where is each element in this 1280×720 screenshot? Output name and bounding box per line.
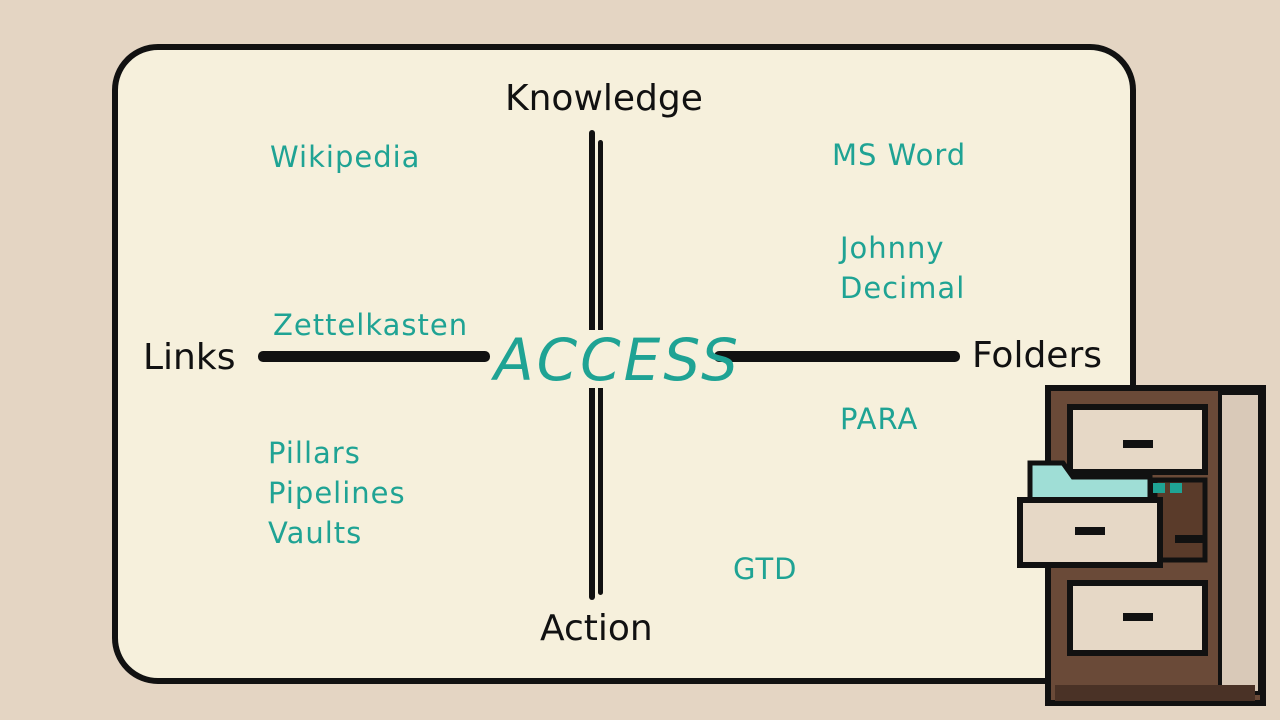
axis-label-folders: Folders <box>972 335 1103 376</box>
item-wikipedia: Wikipedia <box>270 140 421 174</box>
top-drawer-handle <box>1123 440 1153 448</box>
item-vaults: Vaults <box>268 516 363 550</box>
center-gap <box>492 330 714 388</box>
horizontal-axis-left-line <box>258 351 490 362</box>
middle-drawer-handle <box>1075 527 1105 535</box>
folder-tab-2 <box>1170 483 1182 493</box>
cabinet-base <box>1055 685 1255 701</box>
item-johnny-decimal: Johnny Decimal <box>840 228 965 308</box>
middle-drawer-rail <box>1175 535 1205 543</box>
item-zettelkasten: Zettelkasten <box>273 308 469 342</box>
horizontal-axis-right-line <box>714 351 960 362</box>
cabinet-side-panel <box>1218 391 1262 695</box>
filing-cabinet-icon <box>1017 385 1266 706</box>
axis-label-links: Links <box>143 337 236 378</box>
open-drawer-interior <box>1152 477 1208 563</box>
center-label-access: ACCESS <box>494 326 741 394</box>
axis-label-knowledge: Knowledge <box>505 78 703 119</box>
item-pipelines: Pipelines <box>268 476 406 510</box>
top-drawer <box>1067 404 1208 475</box>
item-johnny-decimal-line1: Johnny <box>840 231 945 265</box>
item-para: PARA <box>840 402 919 436</box>
axis-label-action: Action <box>540 608 653 649</box>
item-johnny-decimal-line2: Decimal <box>840 271 966 305</box>
item-pillars-pipelines-vaults: Pillars Pipelines Vaults <box>268 433 406 553</box>
item-ms-word: MS Word <box>832 138 967 172</box>
item-gtd: GTD <box>733 552 798 586</box>
folder-tab-1 <box>1153 483 1165 493</box>
item-pillars: Pillars <box>268 436 361 470</box>
bottom-drawer-handle <box>1123 613 1153 621</box>
